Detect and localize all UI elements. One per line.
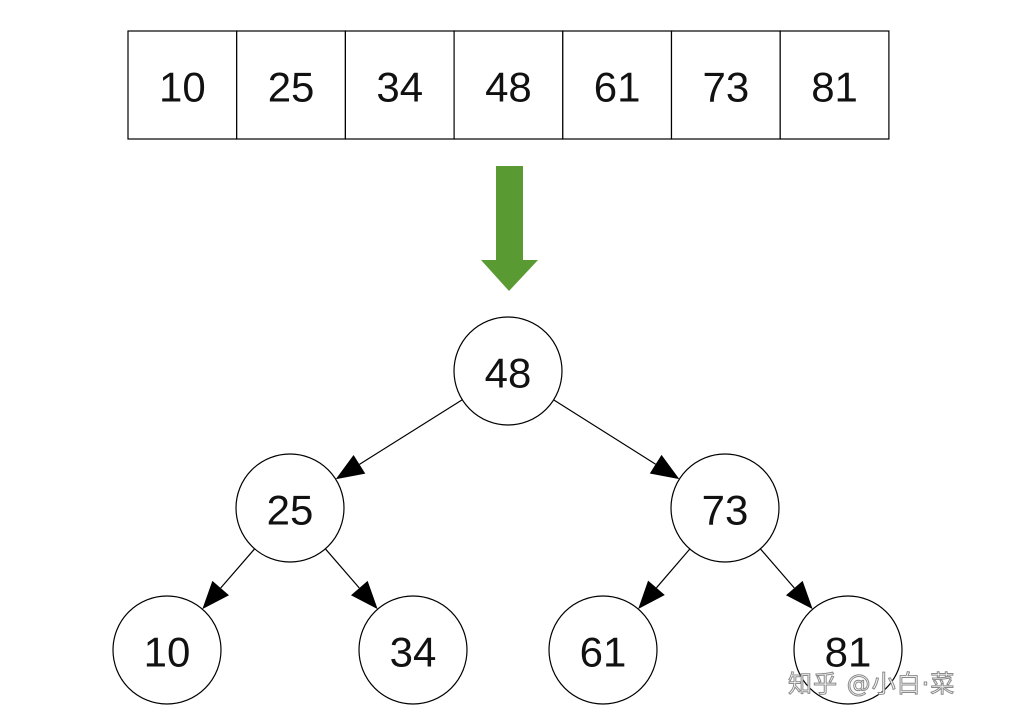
array-cell-box <box>236 30 346 140</box>
tree-node-10: 10 <box>112 595 222 705</box>
edge-line <box>220 548 256 589</box>
tree-node-48: 48 <box>453 316 563 426</box>
array-cell-box <box>670 30 781 140</box>
tree-edge <box>335 399 463 480</box>
tree-node-circle <box>548 595 658 705</box>
sorted-array: 10 25 34 48 61 73 81 <box>127 30 890 140</box>
tree-node-81: 81 <box>793 595 903 705</box>
arrowhead-icon <box>638 580 665 610</box>
tree-edge <box>638 548 691 610</box>
array-cell: 34 <box>344 30 455 140</box>
array-cell: 48 <box>453 30 564 140</box>
tree-node-circle <box>235 453 345 563</box>
array-cell: 25 <box>236 30 346 140</box>
tree-node-label: 34 <box>390 629 437 676</box>
array-cell-value: 81 <box>811 64 858 111</box>
tree-edge <box>202 548 256 610</box>
array-cell-value: 61 <box>594 64 641 111</box>
edge-line <box>759 548 795 589</box>
arrowhead-icon <box>350 580 378 610</box>
edge-line <box>359 399 463 465</box>
arrowhead-icon <box>649 454 680 480</box>
array-cell-value: 48 <box>485 64 532 111</box>
watermark: 知乎 @小白·菜 <box>787 670 956 699</box>
arrowhead-icon <box>335 455 366 480</box>
tree-node-label: 73 <box>702 487 749 534</box>
tree-node-34: 34 <box>358 595 468 705</box>
edge-line <box>655 548 691 589</box>
array-cell-box <box>127 30 238 140</box>
tree-node-circle <box>670 453 780 563</box>
edge-line <box>324 548 360 589</box>
edge-line <box>553 399 656 465</box>
array-cell: 61 <box>562 30 673 140</box>
tree-node-73: 73 <box>670 453 780 563</box>
tree-edges <box>202 399 813 610</box>
array-cell-value: 25 <box>268 64 315 111</box>
array-cell-value: 34 <box>376 64 423 111</box>
array-cell-box <box>562 30 673 140</box>
tree-node-circle <box>793 595 903 705</box>
array-cell-box <box>453 30 564 140</box>
array-cell: 81 <box>779 30 890 140</box>
array-cell: 10 <box>127 30 238 140</box>
tree-node-61: 61 <box>548 595 658 705</box>
tree-node-25: 25 <box>235 453 345 563</box>
tree-node-circle <box>112 595 222 705</box>
tree-node-label: 61 <box>580 629 627 676</box>
tree-node-label: 10 <box>144 629 191 676</box>
array-cell-box <box>344 30 455 140</box>
tree-node-label: 81 <box>825 629 872 676</box>
array-cell-value: 10 <box>159 64 206 111</box>
down-arrow-icon <box>481 166 538 291</box>
tree-node-circle <box>358 595 468 705</box>
binary-search-tree: 48 25 73 10 34 61 81 <box>112 316 903 705</box>
tree-node-label: 25 <box>267 487 314 534</box>
tree-node-label: 48 <box>485 350 532 397</box>
tree-node-circle <box>453 316 563 426</box>
arrowhead-icon <box>785 580 813 610</box>
tree-edge <box>553 399 680 480</box>
array-cell-value: 73 <box>702 64 749 111</box>
tree-edge <box>324 548 378 610</box>
array-cell: 73 <box>670 30 781 140</box>
array-cell-box <box>779 30 890 140</box>
arrowhead-icon <box>202 580 230 610</box>
tree-edge <box>759 548 813 610</box>
